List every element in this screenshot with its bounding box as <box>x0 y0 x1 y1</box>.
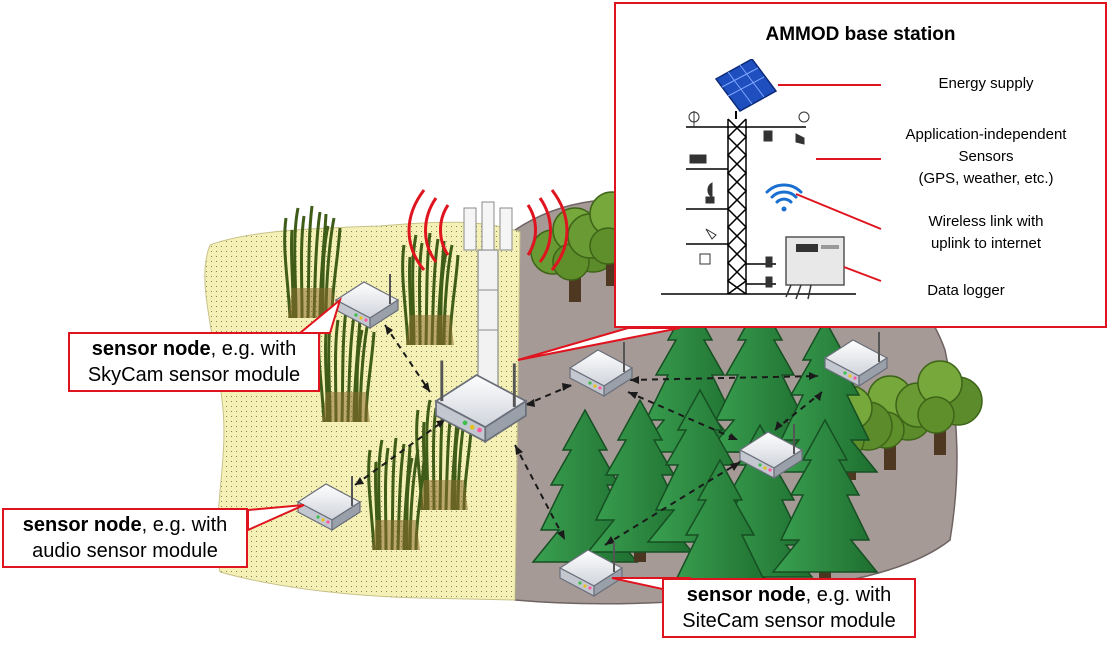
sensors-label: Application-independent Sensors (GPS, we… <box>905 126 1067 187</box>
node-term: sensor node <box>22 514 142 536</box>
node-term: sensor node <box>686 584 806 606</box>
leader-lines <box>778 84 882 282</box>
base-station-callout: AMMOD base station <box>614 2 1107 328</box>
energy-supply-label: Energy supply <box>938 75 1034 92</box>
link-arrowheads <box>355 325 822 545</box>
weather-sensor-icons <box>688 111 810 288</box>
base-station-title: AMMOD base station <box>765 24 956 45</box>
base-station-router-icon <box>434 360 528 444</box>
audio-node-callout: sensor node, e.g. with audio sensor modu… <box>2 508 248 568</box>
base-station-illustration <box>661 59 882 300</box>
wireless-links <box>354 324 823 546</box>
node-term: sensor node <box>91 338 211 360</box>
wifi-icon <box>765 183 803 212</box>
data-logger-label: Data logger <box>927 282 1005 299</box>
sitecam-node-callout: sensor node, e.g. with SiteCam sensor mo… <box>662 578 916 638</box>
data-logger-icon <box>785 236 845 300</box>
wireless-link-label: Wireless link with uplink to internet <box>928 213 1044 252</box>
radio-tower-icon <box>407 189 569 391</box>
solar-panel-icon <box>714 59 778 119</box>
skycam-node-callout: sensor node, e.g. with SkyCam sensor mod… <box>68 332 320 392</box>
